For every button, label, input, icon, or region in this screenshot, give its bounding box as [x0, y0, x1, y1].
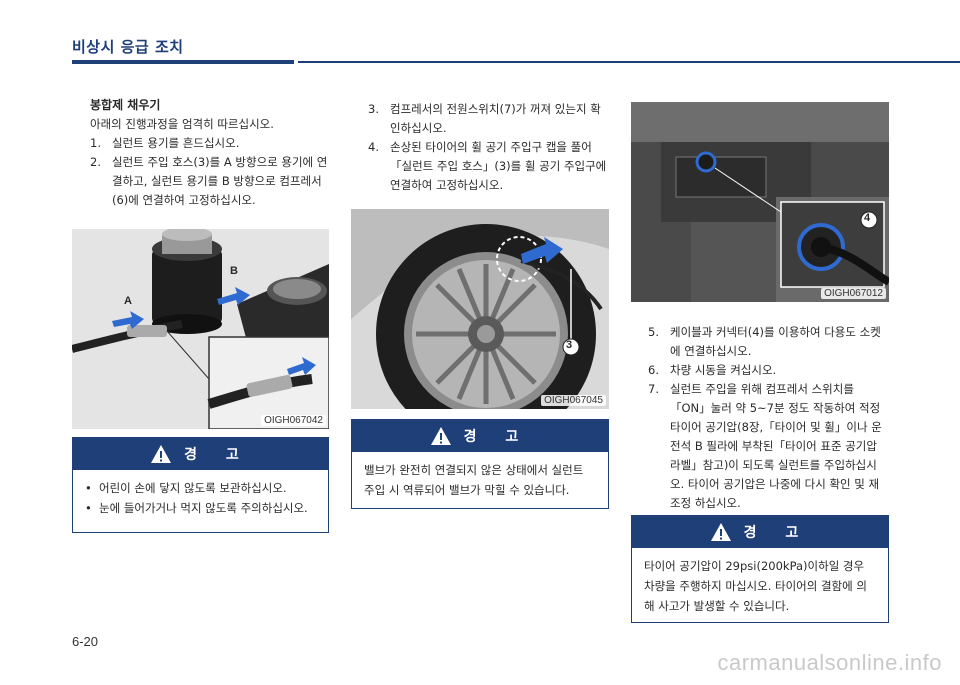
figure-code: OIGH067042: [261, 415, 326, 426]
socket-illustration: [631, 102, 889, 302]
watermark: carmanualsonline.info: [717, 650, 942, 675]
column-3-text: 5. 케이블과 커넥터(4)를 이용하여 다용도 소켓에 연결하십시오. 6. …: [648, 323, 888, 513]
warning-title: 경 고: [743, 525, 811, 541]
step-number: 1.: [90, 136, 101, 150]
step-text: 손상된 타이어의 휠 공기 주입구 캡을 풀어「실런트 주입 호스」(3)를 휠…: [390, 140, 607, 192]
step-text: 케이블과 커넥터(4)를 이용하여 다용도 소켓에 연결하십시오.: [670, 325, 881, 358]
warning-triangle-icon: [710, 523, 731, 541]
warning-body: •어린이 손에 닿지 않도록 보관하십시오. •눈에 들어가거나 먹지 않도록 …: [73, 470, 328, 526]
warning-bullet-text: 눈에 들어가거나 먹지 않도록 주의하십시오.: [99, 501, 308, 515]
section-title: 비상시 응급 조치: [72, 38, 184, 56]
warning-triangle-icon: [430, 427, 451, 445]
step-number: 4.: [368, 140, 379, 154]
warning-box-2: 경 고 밸브가 완전히 연결되지 않은 상태에서 실런트 주입 시 역류되어 밸…: [351, 419, 609, 509]
warning-title: 경 고: [184, 447, 251, 463]
column-2-text: 3. 컴프레서의 전원스위치(7)가 꺼져 있는지 확인하십시오. 4. 손상된…: [368, 100, 608, 195]
step-item: 7. 실런트 주입을 위해 컴프레서 스위치를「ON」눌러 약 5~7분 정도 …: [648, 380, 888, 513]
callout-4: 4: [864, 212, 871, 224]
sealant-bottle-figure: A B OIGH067042: [72, 229, 329, 429]
label-b: B: [230, 265, 238, 277]
warning-bullet: •눈에 들어가거나 먹지 않도록 주의하십시오.: [85, 498, 316, 518]
warning-header: 경 고: [73, 438, 328, 470]
step-text: 실런트 주입 호스(3)를 A 방향으로 용기에 연결하고, 실런트 용기를 B…: [112, 155, 328, 207]
step-text: 컴프레서의 전원스위치(7)가 꺼져 있는지 확인하십시오.: [390, 102, 601, 135]
step-number: 3.: [368, 102, 379, 116]
sealant-illustration: [72, 229, 329, 429]
warning-box-3: 경 고 타이어 공기압이 29psi(200kPa)이하일 경우 차량을 주행하…: [631, 515, 889, 623]
step-number: 2.: [90, 155, 101, 169]
step-number: 7.: [648, 382, 659, 396]
step-item: 4. 손상된 타이어의 휠 공기 주입구 캡을 풀어「실런트 주입 호스」(3)…: [368, 138, 608, 195]
warning-header: 경 고: [632, 516, 888, 548]
label-a: A: [124, 295, 132, 307]
step-text: 차량 시동을 켜십시오.: [670, 363, 777, 377]
warning-title: 경 고: [463, 429, 531, 445]
header-rule-thick: [72, 60, 294, 64]
step-item: 2. 실런트 주입 호스(3)를 A 방향으로 용기에 연결하고, 실런트 용기…: [90, 153, 330, 210]
warning-body: 타이어 공기압이 29psi(200kPa)이하일 경우 차량을 주행하지 마십…: [644, 559, 867, 613]
warning-box-1: 경 고 •어린이 손에 닿지 않도록 보관하십시오. •눈에 들어가거나 먹지 …: [72, 437, 329, 533]
socket-figure: 4 OIGH067012: [631, 102, 889, 302]
column-1-text: 봉합제 채우기 아래의 진행과정을 엄격히 따르십시오. 1. 실런트 용기를 …: [90, 96, 330, 210]
warning-triangle-icon: [151, 445, 172, 463]
step-item: 3. 컴프레서의 전원스위치(7)가 꺼져 있는지 확인하십시오.: [368, 100, 608, 138]
intro-text: 아래의 진행과정을 엄격히 따르십시오.: [90, 117, 274, 131]
warning-body: 밸브가 완전히 연결되지 않은 상태에서 실런트 주입 시 역류되어 밸브가 막…: [364, 463, 584, 497]
wheel-figure: 3 OIGH067045: [351, 209, 609, 409]
step-item: 5. 케이블과 커넥터(4)를 이용하여 다용도 소켓에 연결하십시오.: [648, 323, 888, 361]
step-number: 6.: [648, 363, 659, 377]
warning-bullet: •어린이 손에 닿지 않도록 보관하십시오.: [85, 478, 316, 498]
warning-bullet-text: 어린이 손에 닿지 않도록 보관하십시오.: [99, 481, 287, 495]
step-item: 1. 실런트 용기를 흔드십시오.: [90, 134, 330, 153]
step-number: 5.: [648, 325, 659, 339]
figure-code: OIGH067012: [821, 288, 886, 299]
callout-3: 3: [566, 339, 573, 351]
page-number: 6-20: [72, 634, 99, 649]
wheel-illustration: [351, 209, 609, 409]
sealant-heading: 봉합제 채우기: [90, 98, 161, 112]
step-text: 실런트 용기를 흔드십시오.: [112, 136, 240, 150]
step-item: 6. 차량 시동을 켜십시오.: [648, 361, 888, 380]
figure-code: OIGH067045: [541, 395, 606, 406]
header-rule-thin: [298, 61, 960, 63]
warning-header: 경 고: [352, 420, 608, 452]
step-text: 실런트 주입을 위해 컴프레서 스위치를「ON」눌러 약 5~7분 정도 작동하…: [670, 382, 882, 510]
